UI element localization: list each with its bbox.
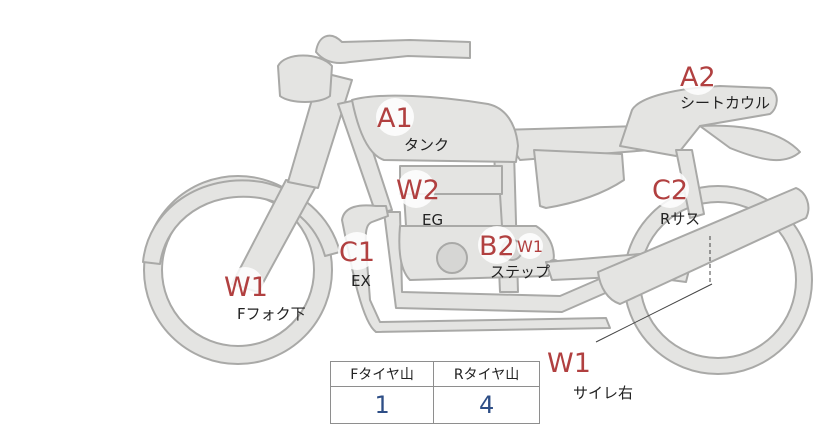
headlight bbox=[277, 54, 333, 103]
marker-a2-label: シートカウル bbox=[680, 94, 770, 112]
marker-b2-label: ステップ bbox=[490, 263, 550, 281]
tire-tread-header-row: Fタイヤ山 Rタイヤ山 bbox=[329, 361, 540, 387]
rear-tire-header: Rタイヤ山 bbox=[433, 361, 540, 387]
marker-w1-front-label: Fフォク下 bbox=[237, 305, 306, 323]
marker-w1-front[interactable]: W1 Fフォク下 bbox=[224, 267, 306, 323]
marker-c2-code: C2 bbox=[652, 175, 688, 206]
marker-b2-code: B2 bbox=[479, 231, 515, 262]
marker-w1-side[interactable]: W1 サイレ右 bbox=[547, 343, 633, 402]
fork-upper bbox=[287, 71, 353, 189]
marker-a2[interactable]: A2 シートカウル bbox=[679, 57, 770, 112]
tire-tread-table: Fタイヤ山 Rタイヤ山 1 4 bbox=[329, 361, 540, 424]
rear-fender bbox=[699, 124, 801, 162]
silencer-leader-line bbox=[595, 283, 713, 343]
marker-w2-label: EG bbox=[422, 211, 443, 229]
tire-tread-value-row: 1 4 bbox=[329, 386, 540, 424]
muffler bbox=[597, 187, 810, 305]
marker-w1-front-code: W1 bbox=[224, 272, 268, 303]
marker-c2[interactable]: C2 Rサス bbox=[651, 170, 700, 228]
marker-c1-label: EX bbox=[351, 272, 371, 290]
marker-w2-code: W2 bbox=[396, 175, 440, 206]
handlebar bbox=[315, 34, 471, 64]
marker-w1-side-label: サイレ右 bbox=[573, 384, 633, 402]
marker-a1[interactable]: A1 タンク bbox=[376, 98, 449, 154]
marker-c1[interactable]: C1 EX bbox=[338, 232, 376, 290]
front-tire-header: Fタイヤ山 bbox=[329, 361, 435, 387]
marker-a2-code: A2 bbox=[680, 62, 716, 93]
marker-c2-label: Rサス bbox=[660, 210, 700, 228]
seat-cowl bbox=[619, 85, 778, 157]
marker-w2[interactable]: W2 EG bbox=[396, 170, 443, 229]
marker-a1-code: A1 bbox=[377, 103, 413, 134]
marker-b2[interactable]: B2 W1 ステップ bbox=[478, 226, 550, 281]
marker-w1-side-code: W1 bbox=[547, 348, 591, 379]
marker-a1-label: タンク bbox=[404, 136, 449, 154]
side-cover bbox=[533, 149, 625, 209]
front-tire-value[interactable]: 1 bbox=[329, 386, 435, 424]
rear-tire-value[interactable]: 4 bbox=[433, 386, 540, 424]
marker-b2-extra-code: W1 bbox=[517, 237, 543, 256]
frame-downtube bbox=[337, 99, 393, 215]
marker-c1-code: C1 bbox=[339, 237, 375, 268]
